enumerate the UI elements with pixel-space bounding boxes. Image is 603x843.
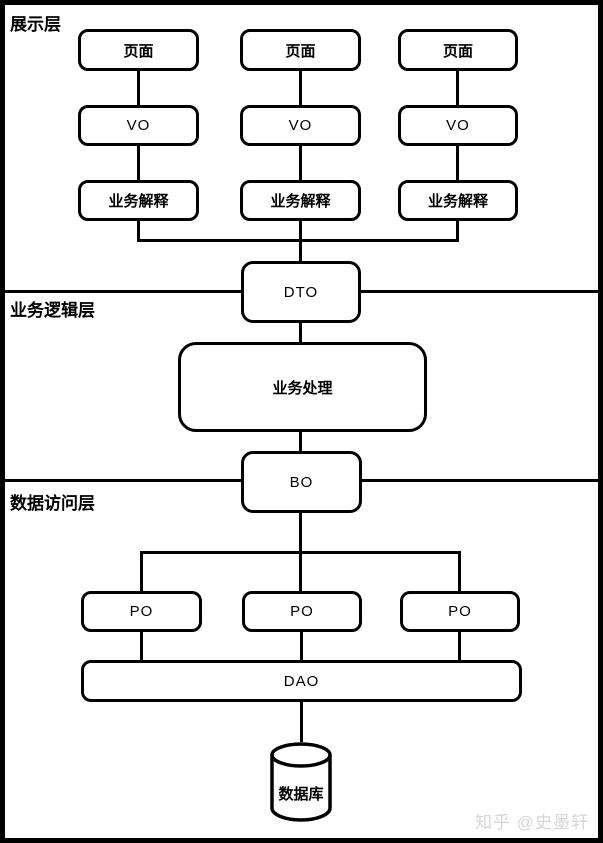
node-explain-2: 业务解释 [240, 180, 361, 221]
layer-label-business-logic: 业务逻辑层 [10, 301, 95, 320]
node-bo: BO [241, 451, 362, 513]
node-po-2: PO [242, 591, 362, 632]
layer-divider-1-left [0, 290, 241, 293]
node-vo-3: VO [398, 105, 518, 146]
node-vo-2: VO [240, 105, 361, 146]
layer-divider-2-left [0, 479, 241, 482]
connector-branch-horizontal [140, 551, 461, 554]
connector-vo-explain-3 [456, 146, 459, 180]
connector-dao-database [300, 702, 303, 742]
node-po-1: PO [81, 591, 202, 632]
connector-merge-horizontal [137, 239, 459, 242]
node-vo-1: VO [78, 105, 199, 146]
node-dto: DTO [241, 261, 361, 323]
layer-label-data-access: 数据访问层 [10, 494, 95, 513]
layer-divider-2-right [362, 479, 603, 482]
node-explain-1: 业务解释 [78, 180, 199, 221]
connector-vo-explain-1 [137, 146, 140, 180]
connector-po-dao-1 [140, 632, 143, 660]
connector-branch-po-left [140, 551, 143, 591]
connector-page-vo-2 [299, 71, 302, 105]
connector-page-vo-3 [456, 71, 459, 105]
connector-dto-process [299, 323, 302, 342]
connector-po-dao-2 [300, 632, 303, 660]
connector-vo-explain-2 [299, 146, 302, 180]
connector-branch-po-right [458, 551, 461, 591]
node-po-3: PO [400, 591, 520, 632]
node-explain-3: 业务解释 [398, 180, 518, 221]
node-page-2: 页面 [240, 29, 361, 71]
node-page-3: 页面 [398, 29, 518, 71]
layer-divider-1-right [361, 290, 603, 293]
connector-page-vo-1 [137, 71, 140, 105]
connector-explain-merge-3 [456, 221, 459, 242]
node-business-process: 业务处理 [178, 342, 427, 432]
connector-po-dao-3 [458, 632, 461, 660]
connector-process-bo [299, 432, 302, 451]
layer-label-presentation: 展示层 [10, 15, 61, 34]
connector-explain-dto [299, 221, 302, 261]
node-dao: DAO [81, 660, 522, 702]
connector-explain-merge-1 [137, 221, 140, 242]
node-database-label: 数据库 [278, 786, 324, 803]
zhihu-watermark: 知乎 @史墨轩 [475, 813, 589, 832]
node-page-1: 页面 [78, 29, 199, 71]
database-cylinder-icon [270, 742, 332, 827]
